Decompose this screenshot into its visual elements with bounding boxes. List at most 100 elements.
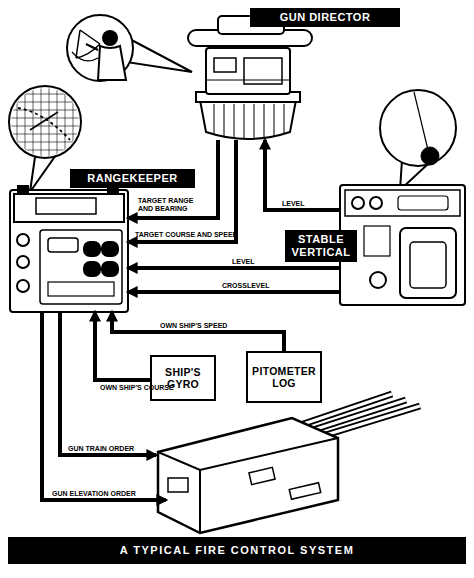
instrument-box: SHIP'S GYRO (150, 355, 216, 401)
gun-director-drawing (274, 104, 275, 137)
gun-director-drawing (214, 58, 236, 72)
signal-label: OWN SHIP'S COURSE (100, 384, 180, 392)
gun-director-drawing (188, 16, 312, 139)
director-callout (86, 44, 98, 50)
gun-director-drawing (206, 48, 290, 94)
gun-mount-drawing (158, 438, 338, 533)
instrument-unit: GUN DIRECTOR (180, 28, 305, 140)
rangekeeper-callout (9, 94, 81, 95)
stable-vertical-drawing (370, 197, 382, 209)
stable-vertical-callout (380, 90, 456, 190)
instrument-box: PITOMETER LOG (246, 351, 322, 403)
director-callout (102, 30, 118, 46)
stable-vertical-drawing (340, 185, 465, 305)
rangekeeper-callout (9, 86, 81, 158)
signal-label: TARGET RANGE AND BEARING (138, 197, 202, 213)
rangekeeper-callout (18, 108, 70, 140)
gun-director-drawing (244, 104, 245, 139)
unit-heading: STABLE VERTICAL (285, 230, 357, 262)
box-label: PITOMETER LOG (248, 365, 320, 389)
gun-order-line (42, 312, 166, 500)
director-callout (76, 30, 100, 58)
signal-label: TARGET COURSE AND SPEED (135, 231, 240, 239)
gun-director-drawing (284, 104, 285, 134)
gun-mount-drawing (158, 418, 338, 533)
gun-director-drawing (214, 104, 284, 139)
gun-director-drawing (206, 80, 290, 81)
rangekeeper-callout (9, 102, 81, 103)
stable-vertical-drawing (410, 242, 446, 288)
rangekeeper-drawing (84, 242, 100, 256)
gun-director-drawing (254, 104, 255, 139)
rangekeeper-drawing (40, 230, 122, 304)
gun-director-drawing (214, 104, 215, 134)
rangekeeper-callout (57, 86, 58, 158)
rangekeeper-callout (9, 86, 81, 158)
rangekeeper-drawing (14, 194, 124, 222)
gun-director-drawing (224, 104, 225, 137)
stable-vertical-drawing (370, 272, 386, 288)
gun-order-line (42, 312, 166, 500)
signal-arrow (95, 312, 150, 380)
instrument-unit: STABLE VERTICAL (340, 185, 465, 305)
signal-arrow (128, 266, 340, 270)
director-callout (124, 36, 192, 72)
signal-arrow (128, 290, 340, 294)
gun-director-drawing (264, 104, 265, 138)
rangekeeper-drawing (10, 190, 128, 312)
rangekeeper-callout (9, 118, 81, 119)
signal-arrow (265, 140, 340, 210)
signal-arrow (128, 140, 236, 242)
stable-vertical-callout (414, 92, 428, 150)
signal-arrow (112, 312, 284, 351)
signal-label: CROSSLEVEL (222, 282, 282, 290)
rangekeeper-drawing (17, 256, 29, 268)
director-callout (67, 15, 133, 81)
rangekeeper-callout (9, 126, 81, 127)
gun-mount-drawing (249, 467, 275, 484)
stable-vertical-drawing (400, 228, 456, 298)
stable-vertical-callout (380, 90, 456, 166)
director-callout (98, 46, 126, 80)
gun-director-drawing (234, 104, 235, 138)
stable-vertical-drawing (345, 190, 460, 216)
stable-vertical-callout (421, 147, 439, 165)
gun-director-drawing (200, 100, 296, 139)
rangekeeper-drawing (84, 262, 100, 276)
rangekeeper-callout (25, 86, 26, 158)
stable-vertical-drawing (398, 196, 448, 210)
rangekeeper-callout (9, 134, 81, 135)
rangekeeper-callout (65, 86, 66, 158)
rangekeeper-callout (30, 112, 58, 130)
signal-label: GUN TRAIN ORDER (68, 445, 158, 453)
rangekeeper-drawing (48, 238, 78, 252)
signal-label: LEVEL (282, 200, 322, 208)
rangekeeper-drawing (10, 186, 128, 312)
rangekeeper-drawing (36, 198, 96, 214)
rangekeeper-drawing (17, 280, 29, 292)
unit-heading: RANGEKEEPER (70, 169, 195, 188)
stable-vertical-drawing (364, 226, 390, 256)
signal-label: GUN ELEVATION ORDER (52, 490, 152, 498)
gun-mount-drawing (289, 483, 320, 499)
rangekeeper-callout (9, 142, 81, 143)
unit-heading: GUN DIRECTOR (250, 8, 400, 27)
signal-label: OWN SHIP'S SPEED (160, 322, 250, 330)
director-callout (67, 15, 192, 81)
rangekeeper-callout (33, 86, 34, 158)
gun-mount-drawing (158, 394, 420, 533)
rangekeeper-drawing (17, 234, 29, 246)
rangekeeper-drawing (18, 186, 28, 192)
gun-mount-drawing (168, 478, 188, 492)
rangekeeper-callout (9, 110, 81, 111)
rangekeeper-callout (49, 86, 50, 158)
rangekeeper-callout (9, 150, 81, 151)
stable-vertical-drawing (340, 185, 465, 305)
signal-label: LEVEL (232, 258, 272, 266)
rangekeeper-drawing (48, 282, 114, 296)
caption-band: A TYPICAL FIRE CONTROL SYSTEM (8, 537, 466, 564)
rangekeeper-callout (17, 86, 18, 158)
instrument-unit: RANGEKEEPER (10, 190, 128, 312)
rangekeeper-drawing (102, 242, 118, 256)
